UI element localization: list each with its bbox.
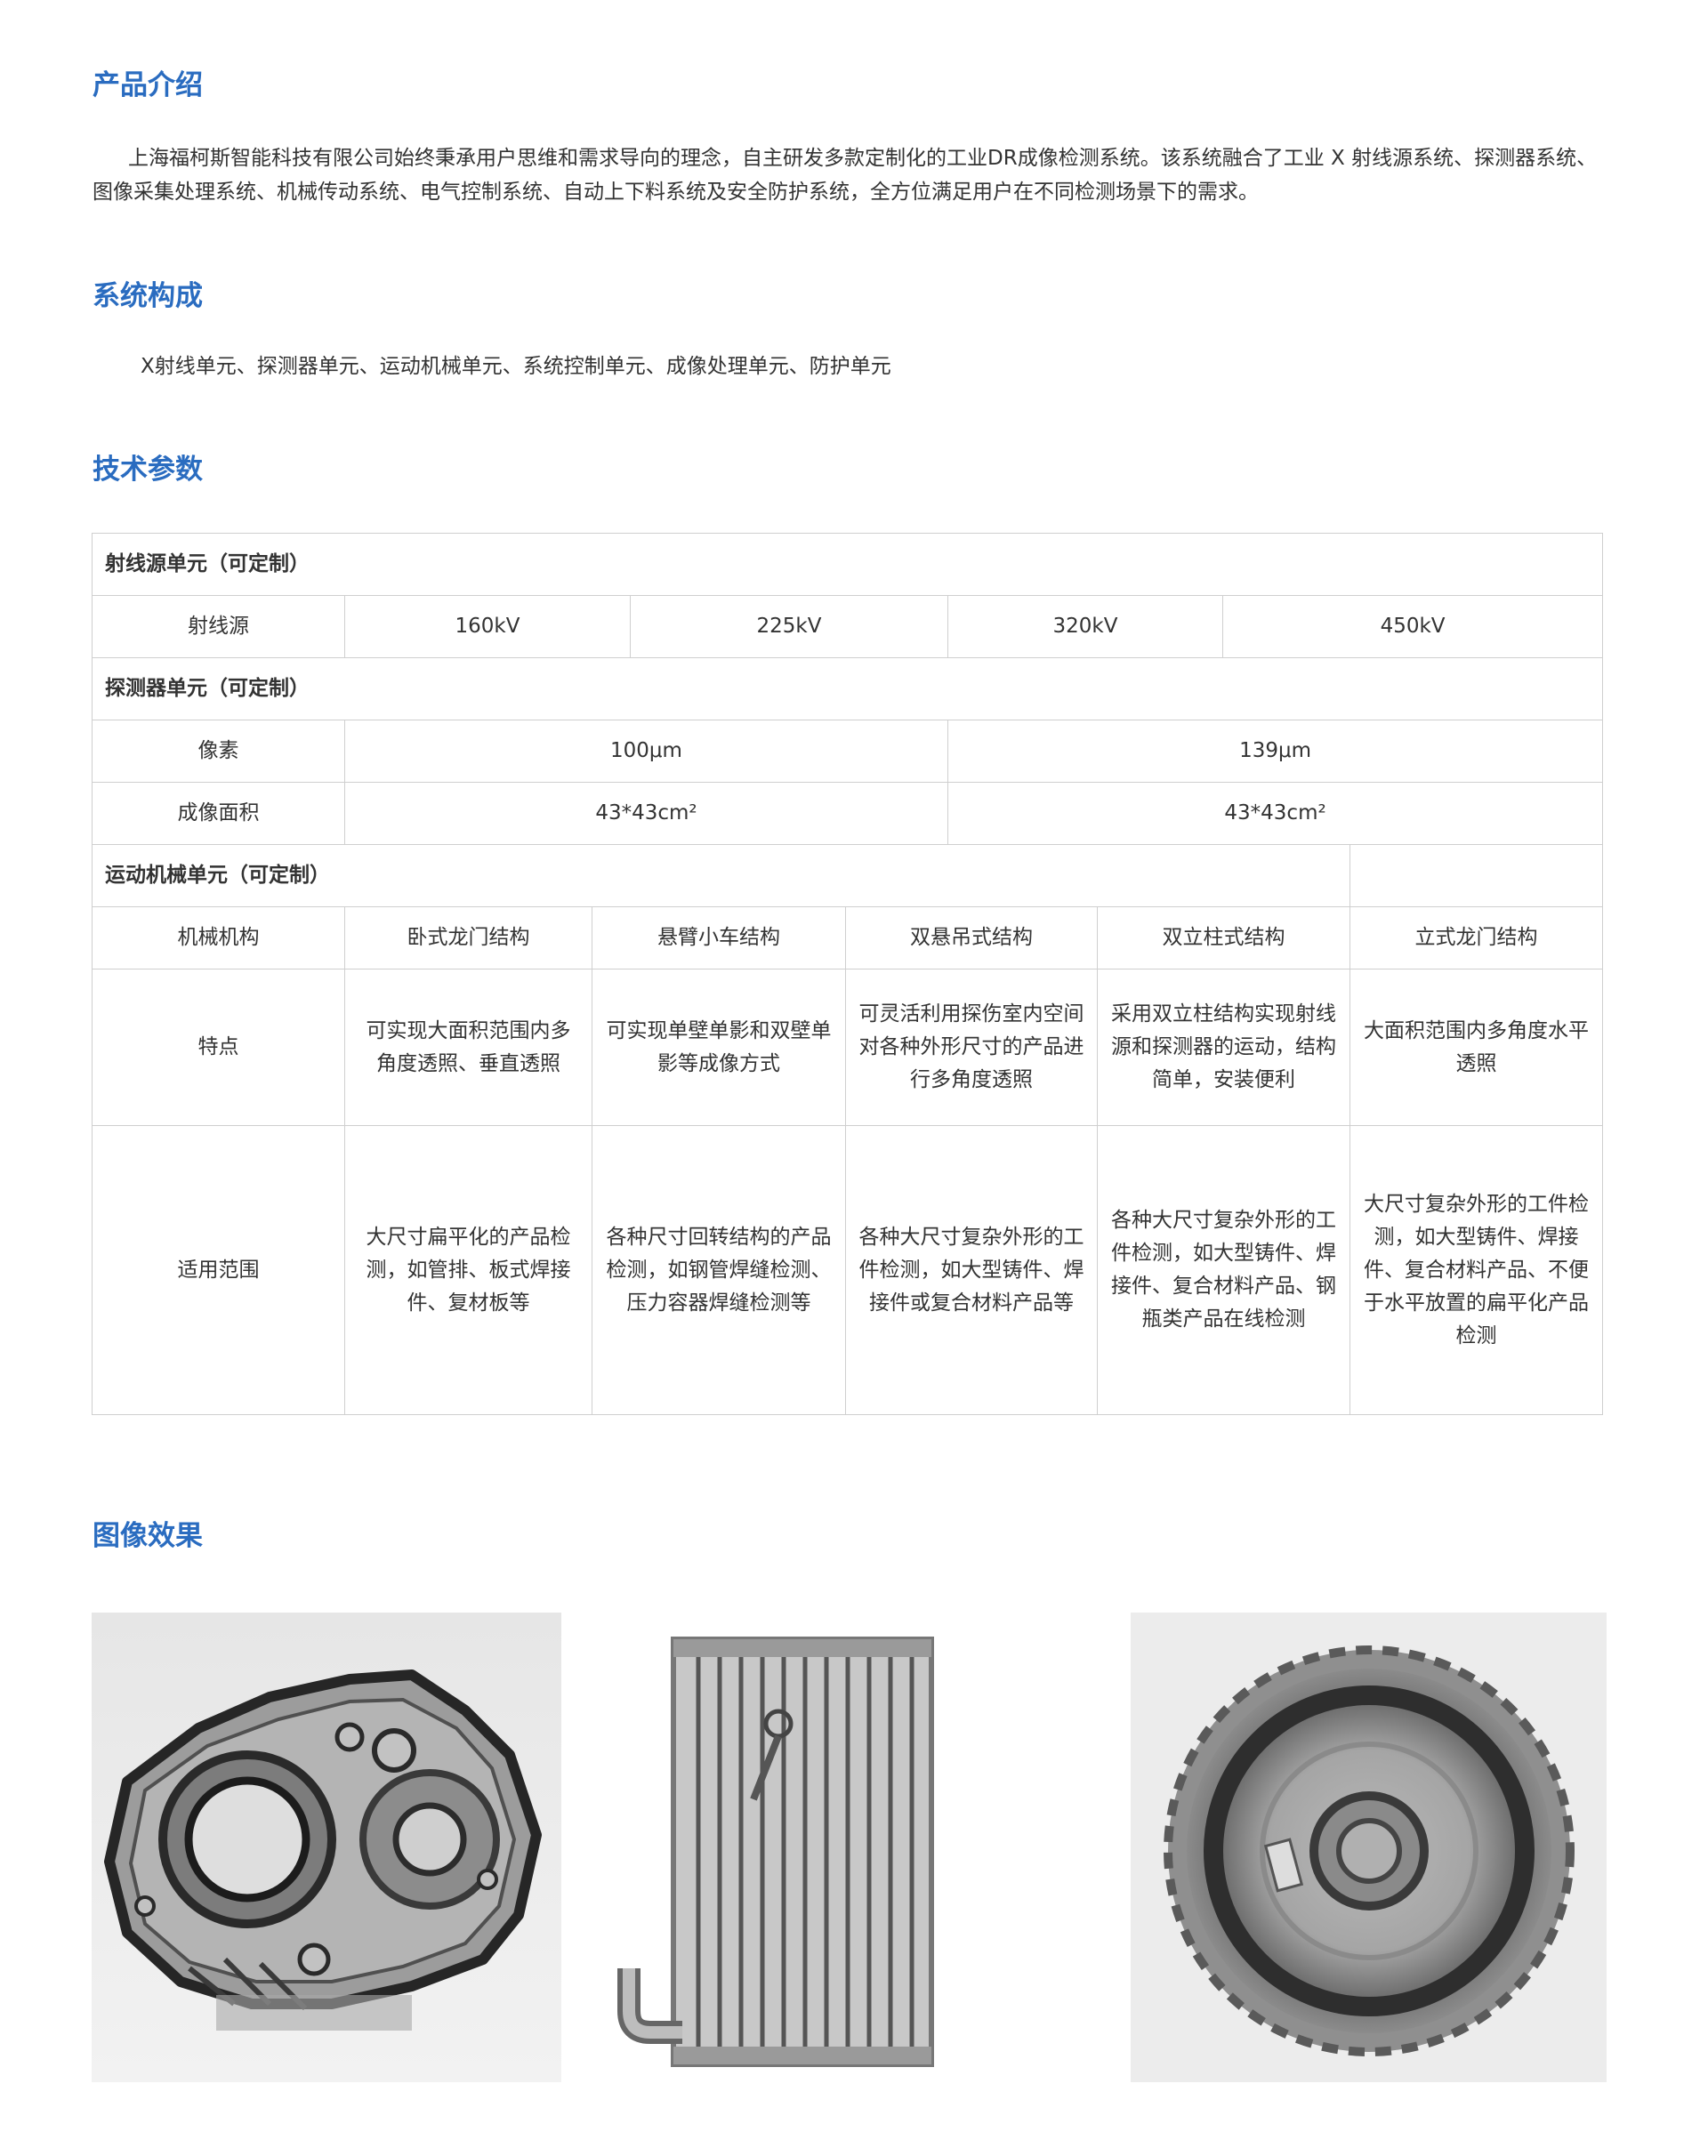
scope-2: 各种尺寸回转结构的产品检测，如钢管焊缝检测、压力容器焊缝检测等 [592, 1125, 846, 1415]
pixel-value-2: 139μm [947, 720, 1604, 783]
feature-3: 可灵活利用探伤室内空间对各种外形尺寸的产品进行多角度透照 [845, 969, 1098, 1126]
xray-row: 射线源 160kV 225kV 320kV 450kV [92, 595, 1604, 658]
xray-value-450: 450kV [1221, 595, 1604, 658]
detector-section-row: 探测器单元（可定制） [91, 657, 1604, 720]
xray-section-title: 射线源单元（可定制） [91, 533, 1604, 596]
xray-value-320: 320kV [947, 595, 1223, 658]
mechanism-4: 双立柱式结构 [1097, 906, 1350, 969]
area-value-1: 43*43cm² [344, 782, 948, 845]
housing-xray-graphic [92, 1613, 561, 2082]
mechanism-3: 双悬吊式结构 [845, 906, 1098, 969]
scope-label: 适用范围 [92, 1125, 345, 1415]
xray-value-225: 225kV [630, 595, 948, 658]
pixel-label: 像素 [92, 720, 345, 783]
motion-section-empty-cell [1349, 844, 1604, 907]
feature-row: 特点 可实现大面积范围内多角度透照、垂直透照 可实现单壁单影和双壁单影等成像方式… [92, 969, 1604, 1126]
intro-paragraph: 上海福柯斯智能科技有限公司始终秉承用户思维和需求导向的理念，自主研发多款定制化的… [93, 141, 1614, 209]
xray-image-housing [92, 1613, 561, 2082]
mechanism-row: 机械机构 卧式龙门结构 悬臂小车结构 双悬吊式结构 双立柱式结构 立式龙门结构 [92, 906, 1604, 969]
feature-1: 可实现大面积范围内多角度透照、垂直透照 [344, 969, 592, 1126]
area-row: 成像面积 43*43cm² 43*43cm² [92, 782, 1604, 845]
image-heading: 图像效果 [93, 1520, 203, 1552]
pixel-row: 像素 100μm 139μm [92, 720, 1604, 783]
xray-image-radiator [593, 1613, 1093, 2082]
cylinder-xray-graphic [1131, 1613, 1607, 2082]
motion-section-row: 运动机械单元（可定制） [92, 844, 1604, 907]
spec-table: 射线源单元（可定制） 射线源 160kV 225kV 320kV 450kV 探… [91, 533, 1604, 1415]
mechanism-label: 机械机构 [92, 906, 345, 969]
area-label: 成像面积 [92, 782, 345, 845]
scope-row: 适用范围 大尺寸扁平化的产品检测，如管排、板式焊接件、复材板等 各种尺寸回转结构… [92, 1125, 1604, 1415]
params-heading: 技术参数 [93, 454, 203, 486]
mechanism-2: 悬臂小车结构 [592, 906, 846, 969]
xray-label: 射线源 [92, 595, 345, 658]
mechanism-5: 立式龙门结构 [1349, 906, 1604, 969]
intro-text: 上海福柯斯智能科技有限公司始终秉承用户思维和需求导向的理念，自主研发多款定制化的… [93, 147, 1598, 204]
pixel-value-1: 100μm [344, 720, 948, 783]
area-value-2: 43*43cm² [947, 782, 1604, 845]
scope-4: 各种大尺寸复杂外形的工件检测，如大型铸件、焊接件、复合材料产品、钢瓶类产品在线检… [1097, 1125, 1350, 1415]
radiator-xray-graphic [593, 1613, 1093, 2082]
scope-3: 各种大尺寸复杂外形的工件检测，如大型铸件、焊接件或复合材料产品等 [845, 1125, 1098, 1415]
motion-section-title: 运动机械单元（可定制） [92, 844, 1350, 907]
feature-5: 大面积范围内多角度水平透照 [1349, 969, 1604, 1126]
detector-section-title: 探测器单元（可定制） [91, 657, 1604, 720]
xray-section-row: 射线源单元（可定制） [91, 533, 1604, 596]
xray-value-160: 160kV [344, 595, 631, 658]
mechanism-1: 卧式龙门结构 [344, 906, 592, 969]
system-text: X射线单元、探测器单元、运动机械单元、系统控制单元、成像处理单元、防护单元 [141, 355, 891, 378]
feature-2: 可实现单壁单影和双壁单影等成像方式 [592, 969, 846, 1126]
scope-5: 大尺寸复杂外形的工件检测，如大型铸件、焊接件、复合材料产品、不便于水平放置的扁平… [1349, 1125, 1604, 1415]
xray-image-cylinder [1131, 1613, 1607, 2082]
system-heading: 系统构成 [93, 280, 203, 312]
feature-label: 特点 [92, 969, 345, 1126]
intro-heading: 产品介绍 [93, 69, 203, 101]
feature-4: 采用双立柱结构实现射线源和探测器的运动，结构简单，安装便利 [1097, 969, 1350, 1126]
scope-1: 大尺寸扁平化的产品检测，如管排、板式焊接件、复材板等 [344, 1125, 592, 1415]
